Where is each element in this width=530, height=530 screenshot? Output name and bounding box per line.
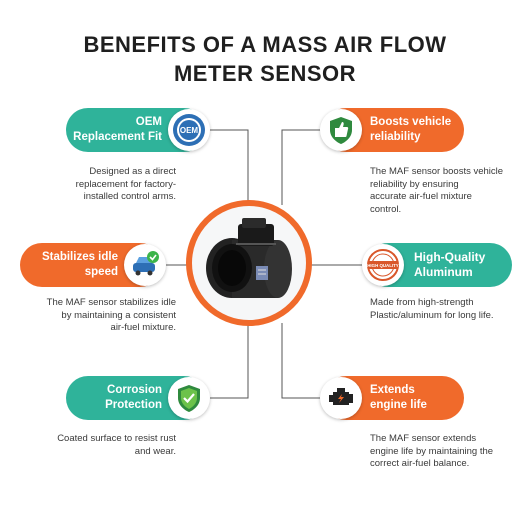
car-check-icon: [124, 244, 166, 286]
thumbs-up-shield-icon: [320, 109, 362, 151]
mass-air-flow-sensor-image: [206, 218, 292, 298]
feature-description: The MAF sensor extends engine life by ma…: [370, 433, 494, 469]
high-quality-stamp-icon: HIGH QUALITY: [362, 244, 404, 286]
feature-boosts-vehicle-reliability: Boosts vehicle reliability: [320, 108, 464, 152]
feature-heading-line-2: Aluminum: [414, 265, 473, 279]
oem-seal-text: OEM: [180, 126, 199, 135]
feature-stabilizes-idle-speed: Stabilizes idle speed: [20, 243, 166, 287]
feature-heading-line-2: engine life: [370, 399, 427, 411]
feature-heading-line-1: Stabilizes idle: [41, 251, 118, 263]
feature-high-quality-aluminum: HIGH QUALITY High-Quality Aluminum: [362, 243, 512, 287]
feature-heading-line-2: reliability: [370, 131, 421, 143]
feature-extends-engine-life: Extends engine life: [320, 376, 464, 420]
stamp-text: HIGH QUALITY: [367, 263, 399, 268]
feature-description: Made from high-strength Plastic/aluminum…: [370, 297, 494, 321]
feature-heading-line-2: speed: [84, 266, 118, 278]
feature-description: Coated surface to resist rust and wear.: [57, 433, 176, 457]
page-title-line-1: BENEFITS OF A MASS AIR FLOW: [83, 32, 447, 57]
feature-heading-line-1: Boosts vehicle: [370, 116, 452, 128]
sensor-image-frame: [186, 200, 312, 326]
oem-seal-icon: OEM: [168, 109, 210, 151]
feature-description: Designed as a direct replacement for fac…: [75, 166, 176, 202]
feature-oem-replacement-fit: OEM Replacement Fit OEM: [66, 108, 210, 152]
engine-icon: [320, 377, 362, 419]
feature-heading-line-1: Corrosion: [107, 384, 162, 396]
shield-check-icon: [168, 377, 210, 419]
feature-heading-line-1: OEM: [135, 116, 162, 128]
feature-corrosion-protection: Corrosion Protection: [66, 376, 210, 420]
feature-heading-line-1: High-Quality: [414, 250, 486, 264]
feature-description: The MAF sensor stabilizes idle by mainta…: [46, 297, 176, 333]
feature-heading-line-2: Replacement Fit: [73, 131, 162, 143]
feature-description: The MAF sensor boosts vehicle reliabilit…: [370, 166, 504, 215]
feature-heading-line-1: Extends: [370, 384, 415, 396]
page-title-line-2: METER SENSOR: [173, 61, 357, 86]
feature-heading-line-2: Protection: [105, 399, 162, 411]
